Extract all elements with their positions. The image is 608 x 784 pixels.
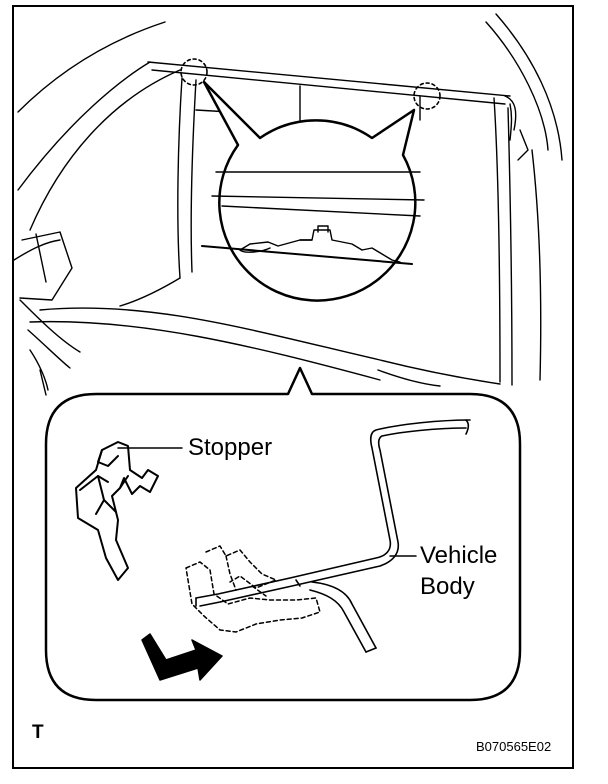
clip-location-markers xyxy=(180,58,441,110)
detail-callout-balloon xyxy=(44,366,522,702)
vehicle-body-label-line2: Body xyxy=(420,573,475,600)
stopper-part xyxy=(75,441,159,581)
magnified-view-circle xyxy=(201,80,425,302)
figure-code: B070565E02 xyxy=(476,739,552,754)
vehicle-body-label: Vehicle Body xyxy=(420,540,497,602)
luggage-compartment-drawing xyxy=(13,13,563,396)
vehicle-body-label-line1: Vehicle xyxy=(420,542,498,569)
stopper-installed-hidden xyxy=(185,545,321,633)
install-direction-arrow xyxy=(141,633,223,681)
view-marker: T xyxy=(32,722,44,743)
clip-location-right xyxy=(413,82,441,110)
vehicle-body-panel xyxy=(195,419,471,653)
clip-location-left xyxy=(180,58,208,86)
stopper-label: Stopper xyxy=(188,434,273,461)
